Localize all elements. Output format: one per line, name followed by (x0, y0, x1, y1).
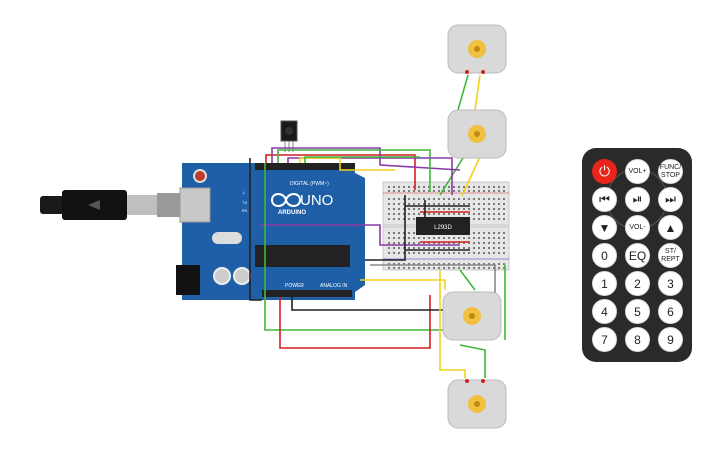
up-button[interactable]: ▲ (658, 215, 683, 240)
play-pause-button[interactable]: ⏯ (625, 187, 650, 212)
digit-6-button[interactable]: 6 (658, 299, 683, 324)
arduino-uno-board[interactable]: UNO ARDUINO DIGITAL (PWM~) POWER ANALOG … (176, 163, 365, 300)
motor-top[interactable] (447, 24, 507, 74)
l-label: L (243, 190, 246, 195)
arduino-brand-label: ARDUINO (278, 210, 306, 216)
tx-label: TX (242, 200, 247, 205)
digit-7-button[interactable]: 7 (592, 327, 617, 352)
power-header-label: POWER (285, 283, 304, 289)
vol-down-button[interactable]: VOL- (625, 215, 650, 240)
digit-2-button[interactable]: 2 (625, 271, 650, 296)
digital-header-label: DIGITAL (PWM~) (290, 181, 329, 187)
motor-third[interactable] (442, 291, 502, 341)
usb-cable (40, 190, 182, 220)
digit-4-button[interactable]: 4 (592, 299, 617, 324)
ir-receiver[interactable] (280, 120, 298, 152)
digit-1-button[interactable]: 1 (592, 271, 617, 296)
wires (249, 74, 506, 378)
digit-9-button[interactable]: 9 (658, 327, 683, 352)
digit-5-button[interactable]: 5 (625, 299, 650, 324)
eq-button[interactable]: EQ (625, 243, 650, 268)
digit-0-button[interactable]: 0 (592, 243, 617, 268)
vol-up-button[interactable]: VOL+ (625, 159, 650, 184)
st-rept-button[interactable]: ST/ REPT (658, 243, 683, 268)
digit-8-button[interactable]: 8 (625, 327, 650, 352)
analog-header-label: ANALOG IN (320, 283, 348, 289)
next-button[interactable]: ⏭ (658, 187, 683, 212)
motor-driver-chip[interactable]: L293D (416, 217, 470, 235)
down-button[interactable]: ▼ (592, 215, 617, 240)
arduino-logo-icon (270, 193, 302, 207)
driver-chip-label: L293D (434, 225, 452, 231)
arduino-model-label: UNO (300, 192, 333, 209)
rx-label: RX (242, 208, 248, 213)
prev-button[interactable]: ⏮ (592, 187, 617, 212)
motor-bottom[interactable] (447, 379, 507, 429)
power-button[interactable]: ⏻ (592, 159, 617, 184)
digit-3-button[interactable]: 3 (658, 271, 683, 296)
motor-second[interactable] (447, 109, 507, 159)
func-stop-button[interactable]: FUNC/ STOP (658, 159, 683, 184)
